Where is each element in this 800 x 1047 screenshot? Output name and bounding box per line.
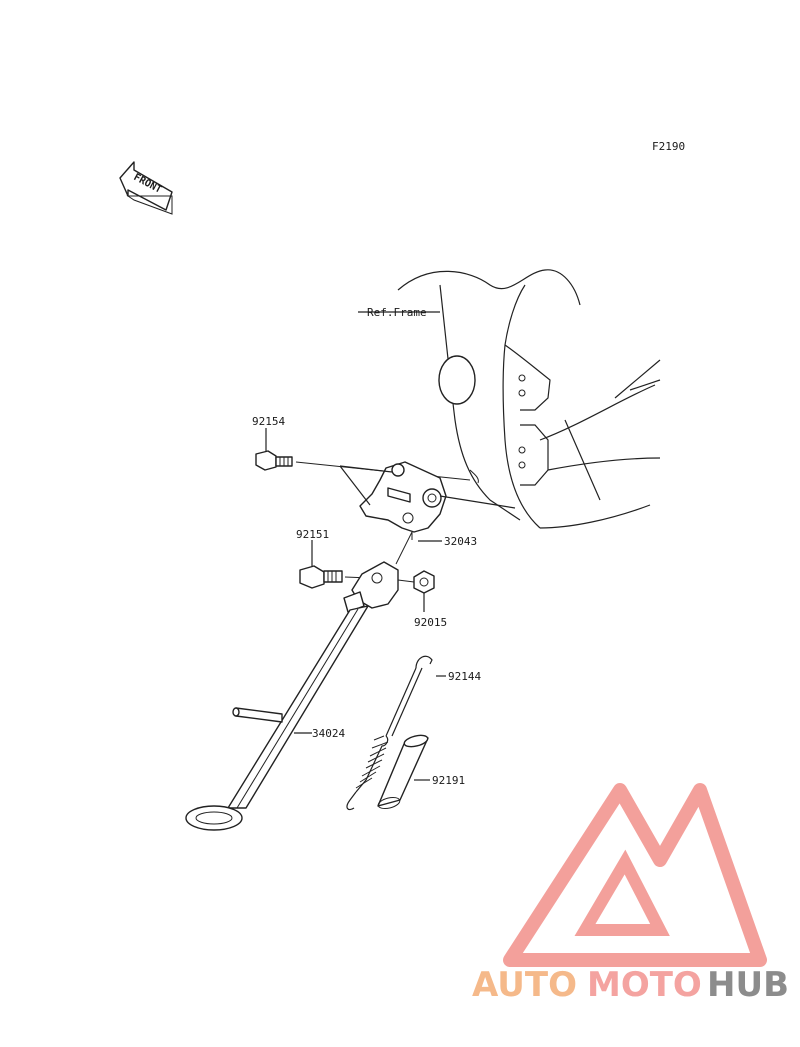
sleeve-92191: 92191 (377, 734, 465, 810)
part-label-32043: 32043 (444, 535, 477, 548)
front-arrow-icon: FRONT (119, 161, 173, 215)
part-label-92144: 92144 (448, 670, 481, 683)
frame-hole (438, 355, 476, 405)
nut-92015: 92015 (397, 570, 447, 629)
part-label-92151: 92151 (296, 528, 329, 541)
part-label-92154: 92154 (252, 415, 285, 428)
automotohub-logo: AUTO MOTO HUB (472, 783, 789, 1005)
bolt-92154: 92154 (252, 415, 471, 481)
frame-reference: Ref.Frame (358, 269, 661, 529)
bolt-92151: 92151 (296, 528, 371, 589)
bracket-32043: 32043 (339, 461, 516, 548)
spring-92144: 92144 (346, 655, 481, 811)
ref-frame-label: Ref.Frame (367, 306, 427, 319)
logo-text-moto: MOTO (587, 965, 702, 1005)
logo-text-hub: HUB (707, 965, 789, 1005)
diagram-code: F2190 (652, 140, 685, 153)
logo-text-auto: AUTO (472, 965, 577, 1005)
part-label-34024: 34024 (312, 727, 345, 740)
part-label-92191: 92191 (432, 774, 465, 787)
side-stand-34024: 34024 (185, 531, 413, 831)
part-label-92015: 92015 (414, 616, 447, 629)
